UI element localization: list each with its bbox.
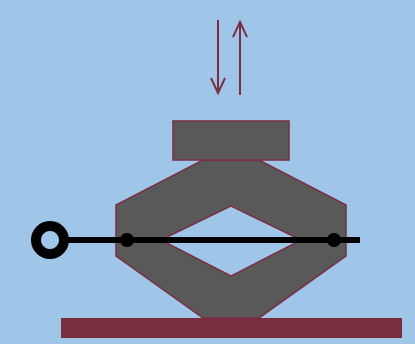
scissor-arms xyxy=(115,159,347,319)
crank-handle-ring-icon xyxy=(31,221,69,259)
base-plate xyxy=(61,318,402,338)
pivot-left xyxy=(120,233,134,247)
pivot-right xyxy=(327,233,341,247)
up-down-arrows-icon xyxy=(210,19,248,96)
lift-plate xyxy=(172,120,290,161)
